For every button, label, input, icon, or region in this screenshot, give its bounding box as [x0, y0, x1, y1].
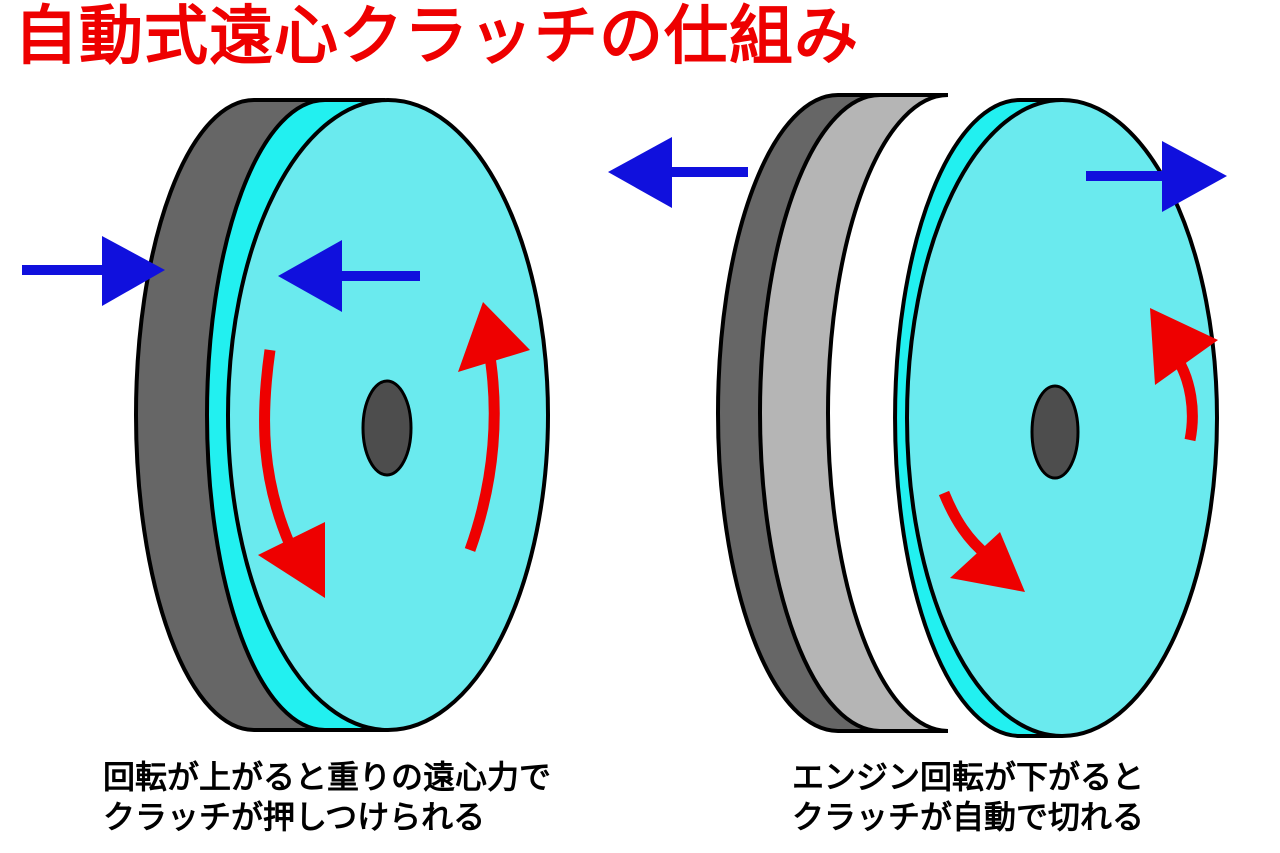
caption-line: エンジン回転が下がると [792, 758, 1145, 796]
rotation-arrow-up-icon [1150, 308, 1218, 442]
rotation-arrow-down-icon [938, 490, 1025, 592]
caption-line: クラッチが押しつけられる [103, 798, 486, 836]
push-arrow-left-icon [278, 240, 420, 312]
caption-line: クラッチが自動で切れる [792, 798, 1145, 836]
push-arrow-right-icon [22, 236, 165, 306]
rotation-arrow-up-icon [458, 302, 530, 552]
rotation-arrow-down-icon [258, 349, 325, 598]
caption-engaged: 回転が上がると重りの遠心力で クラッチが押しつけられる [103, 757, 551, 837]
caption-disengaged: エンジン回転が下がると クラッチが自動で切れる [792, 757, 1144, 837]
middle-plate [758, 93, 949, 733]
hub-hole-icon [1030, 384, 1080, 480]
engaged-clutch [134, 98, 550, 732]
pull-arrow-right-icon [1086, 141, 1227, 212]
disengaged-clutch [716, 93, 1219, 738]
hub-hole-icon [361, 379, 413, 477]
caption-line: 回転が上がると重りの遠心力で [103, 758, 552, 796]
page-title: 自動式遠心クラッチの仕組み [14, 0, 859, 74]
pull-arrow-left-icon [608, 137, 748, 208]
